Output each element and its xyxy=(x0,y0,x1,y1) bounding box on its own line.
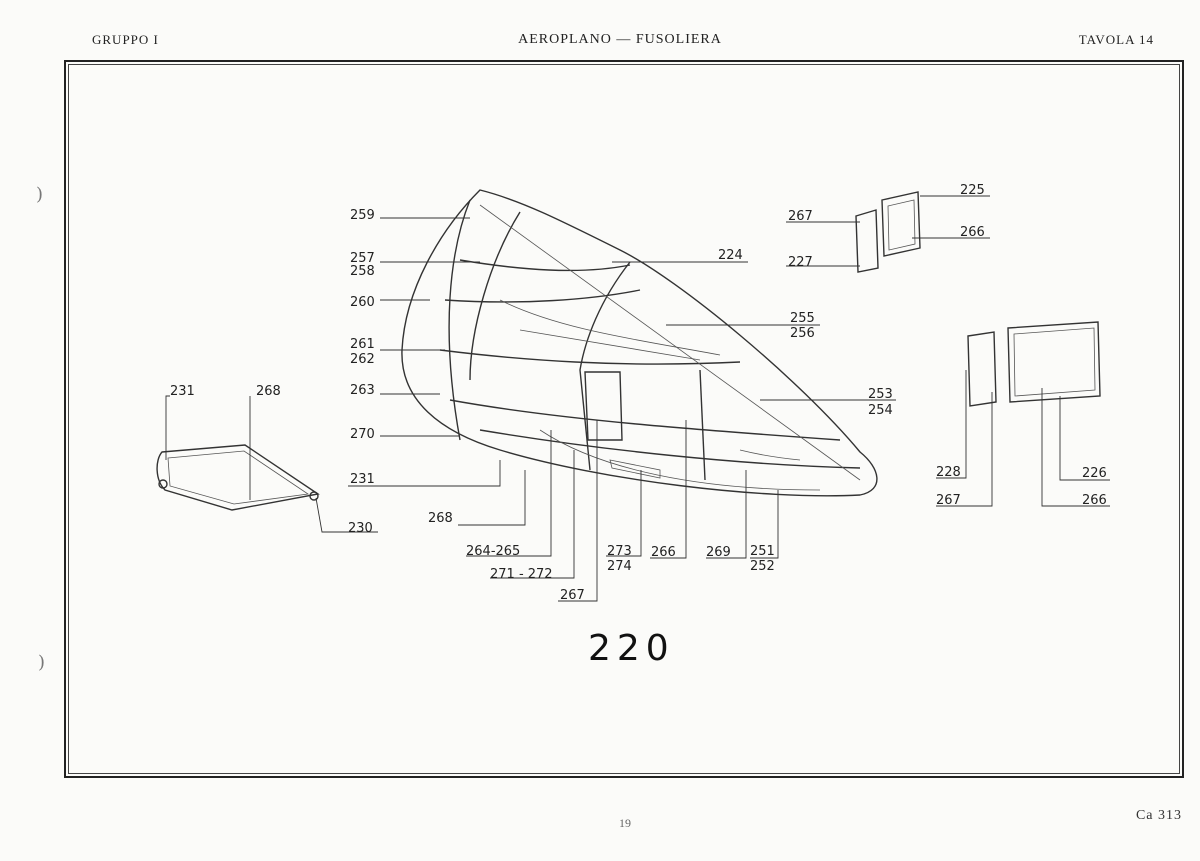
part-label: 255 xyxy=(790,311,815,326)
part-label: 257 xyxy=(350,251,375,266)
part-label: 231 xyxy=(350,472,375,487)
header-title: AEROPLANO — FUSOLIERA xyxy=(518,32,722,47)
header-plate: TAVOLA 14 xyxy=(1078,32,1154,47)
part-label: 271 - 272 xyxy=(490,567,553,582)
figure-reference-number: 220 xyxy=(588,628,675,669)
part-label: 268 xyxy=(256,384,281,399)
part-number-labels: 259 257 258 260 261 262 263 270 231 268 … xyxy=(170,183,1107,603)
part-label: 274 xyxy=(607,559,632,574)
part-label: 256 xyxy=(790,326,815,341)
part-label: 268 xyxy=(428,511,453,526)
part-label: 266 xyxy=(960,225,985,240)
part-label: 261 xyxy=(350,337,375,352)
part-label: 251 xyxy=(750,544,775,559)
part-label: 227 xyxy=(788,255,813,270)
side-panel-parts xyxy=(967,321,1101,407)
part-label: 263 xyxy=(350,383,375,398)
part-label: 230 xyxy=(348,521,373,536)
aircraft-model: Ca 313 xyxy=(1135,808,1182,823)
binding-hole-mark: ) xyxy=(38,652,46,673)
drawing-frame-outer xyxy=(64,60,1184,778)
part-label: 252 xyxy=(750,559,775,574)
binding-hole-mark: ) xyxy=(36,184,44,205)
part-label: 228 xyxy=(936,465,961,480)
part-label: 273 xyxy=(607,544,632,559)
part-label: 262 xyxy=(350,352,375,367)
part-label: 267 xyxy=(788,209,813,224)
part-label: 226 xyxy=(1082,466,1107,481)
part-label: 266 xyxy=(1082,493,1107,508)
drawing-frame-inner xyxy=(68,64,1180,774)
part-label: 260 xyxy=(350,295,375,310)
part-label: 231 xyxy=(170,384,195,399)
part-label: 254 xyxy=(868,403,893,418)
part-label: 267 xyxy=(936,493,961,508)
part-label: 224 xyxy=(718,248,743,263)
part-label: 258 xyxy=(350,264,375,279)
header-group: GRUPPO I xyxy=(92,32,159,47)
side-window-left xyxy=(156,444,320,511)
part-label: 264-265 xyxy=(466,544,520,559)
part-label: 266 xyxy=(651,545,676,560)
part-label: 270 xyxy=(350,427,375,442)
part-label: 259 xyxy=(350,208,375,223)
page-number: 19 xyxy=(619,816,631,830)
part-label: 253 xyxy=(868,387,893,402)
part-label: 269 xyxy=(706,545,731,560)
part-label: 267 xyxy=(560,588,585,603)
cockpit-nose-assembly xyxy=(401,189,878,497)
part-label: 225 xyxy=(960,183,985,198)
leader-lines xyxy=(165,195,1110,602)
upper-hatch-parts xyxy=(855,191,921,273)
